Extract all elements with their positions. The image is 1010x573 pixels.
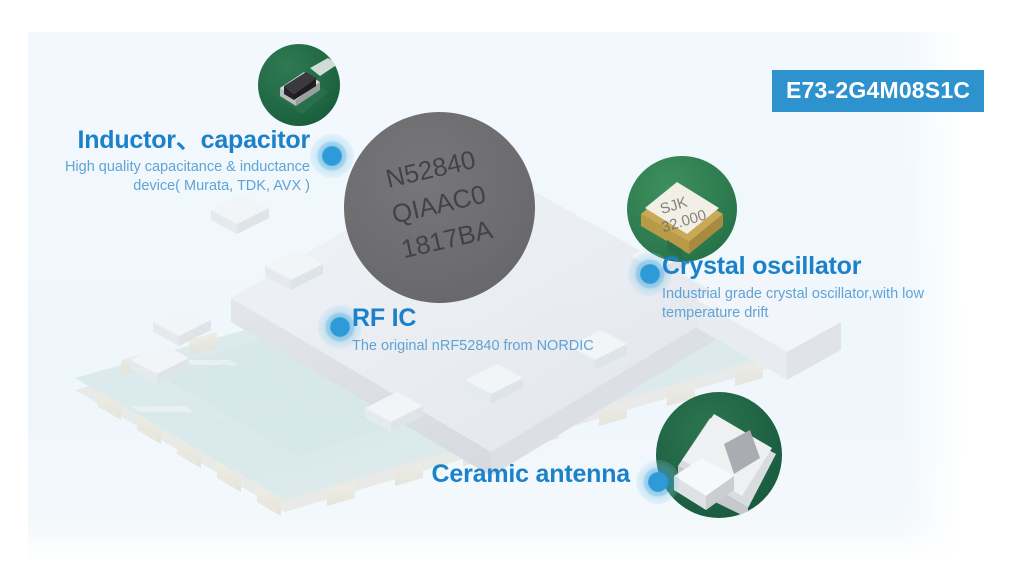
callout-title-inductor-capacitor: Inductor、capacitor: [77, 126, 310, 154]
callout-title-ceramic-antenna: Ceramic antenna: [431, 460, 631, 488]
callout-dot-crystal-oscillator[interactable]: [628, 252, 672, 296]
callout-dot-rf-ic[interactable]: [318, 305, 362, 349]
callout-dot-icon: [318, 305, 362, 349]
callout-title-rf-ic: RF IC: [352, 304, 417, 332]
panel-bottom-fade: [28, 520, 966, 564]
callout-dot-icon: [636, 460, 680, 504]
panel-right-fade: [900, 32, 970, 560]
subtitle-line1: High quality capacitance & inductance: [64, 159, 310, 175]
callout-dot-icon: [628, 252, 672, 296]
callout-dot-icon: [310, 134, 354, 178]
callout-subtitle-inductor-capacitor: High quality capacitance & inductance de…: [20, 158, 310, 196]
magnified-inductor-capacitor: [258, 44, 340, 126]
callout-title-crystal-oscillator: Crystal oscillator: [662, 252, 862, 280]
callout-dot-inductor-capacitor[interactable]: [310, 134, 354, 178]
callout-subtitle-crystal-oscillator: Industrial grade crystal oscillator,with…: [662, 285, 972, 323]
subtitle-line2: temperature drift: [662, 305, 769, 321]
callout-rf-ic: RF IC The original nRF52840 from NORDIC: [352, 304, 682, 356]
magnified-ceramic-antenna: [656, 392, 782, 518]
callout-inductor-capacitor: Inductor、capacitor High quality capacita…: [20, 126, 310, 196]
magnified-crystal-oscillator: SJK 32.000: [627, 156, 737, 262]
model-badge: E73-2G4M08S1C: [772, 70, 985, 112]
callout-dot-ceramic-antenna[interactable]: [636, 460, 680, 504]
callout-ceramic-antenna: Ceramic antenna: [380, 460, 631, 488]
rf-chip-body: N52840 QIAAC0 1817BA: [344, 112, 535, 303]
subtitle-line2: device( Murata, TDK, AVX ): [133, 178, 310, 194]
callout-crystal-oscillator: Crystal oscillator Industrial grade crys…: [662, 252, 972, 323]
subtitle-line1: The original nRF52840 from NORDIC: [352, 338, 594, 354]
callout-subtitle-rf-ic: The original nRF52840 from NORDIC: [352, 337, 682, 356]
subtitle-line1: Industrial grade crystal oscillator,with…: [662, 286, 924, 302]
